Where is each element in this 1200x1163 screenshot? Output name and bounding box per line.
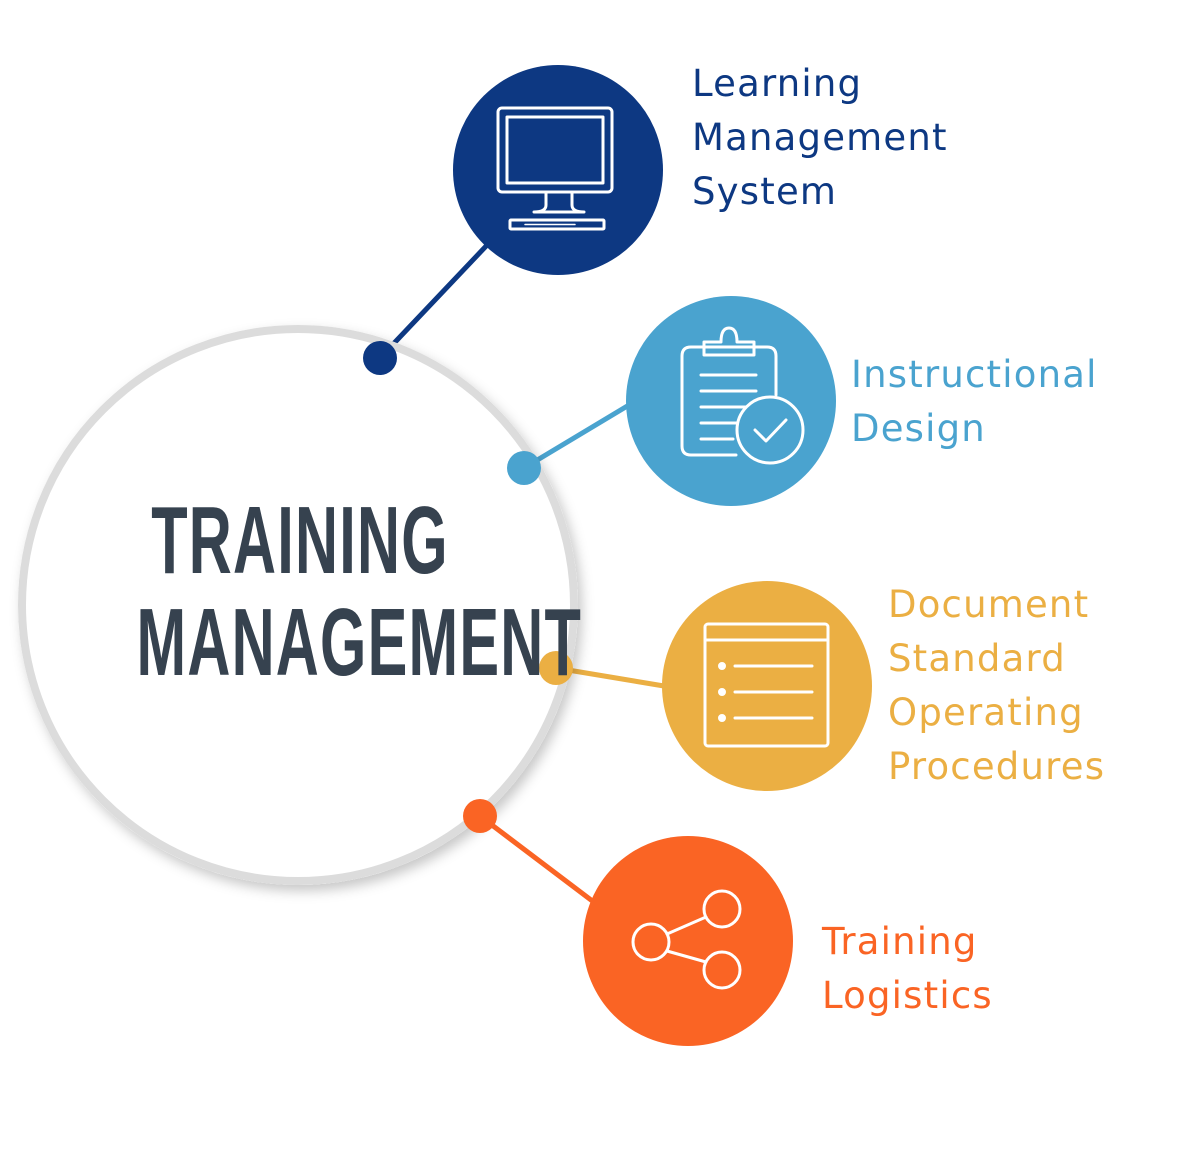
label-document-sop-line-3: Operating [888,691,1084,734]
label-instructional-design-line-1: Instructional [851,353,1098,396]
dot-document-sop [539,651,573,685]
computer-monitor-icon [496,106,614,231]
hub-circle [18,325,578,885]
label-instructional-design: Instructional Design [851,348,1098,456]
connector-training-logistics [477,813,598,906]
label-training-logistics: Training Logistics [822,915,993,1023]
hub-title-line-2: MANAGEMENT [0,588,600,698]
connector-instructional-design [521,399,637,471]
label-lms-line-1: Learning [692,62,863,105]
connector-lms [377,240,492,361]
label-lms-line-3: System [692,170,838,213]
node-circle-training-logistics [583,836,793,1046]
dot-instructional-design [507,451,541,485]
node-circle-document-sop [662,581,872,791]
dot-lms [363,341,397,375]
connector-document-sop [553,665,667,689]
label-lms: Learning Management System [692,57,948,219]
label-lms-line-2: Management [692,116,948,159]
hub-title-text-1: TRAINING [151,487,449,594]
dot-training-logistics [463,799,497,833]
label-instructional-design-line-2: Design [851,407,986,450]
label-training-logistics-line-2: Logistics [822,974,993,1017]
node-circle-lms [453,65,663,275]
hub-title-line-1: TRAINING [0,486,600,596]
share-network-icon [631,889,742,990]
clipboard-check-icon [680,326,805,465]
document-list-icon [703,622,830,748]
hub-ring [18,325,578,885]
label-document-sop-line-4: Procedures [888,745,1106,788]
label-document-sop: Document Standard Operating Procedures [888,578,1105,794]
label-document-sop-line-1: Document [888,583,1090,626]
hub-title-text-2: MANAGEMENT [136,589,583,696]
label-document-sop-line-2: Standard [888,637,1066,680]
label-training-logistics-line-1: Training [822,920,978,963]
